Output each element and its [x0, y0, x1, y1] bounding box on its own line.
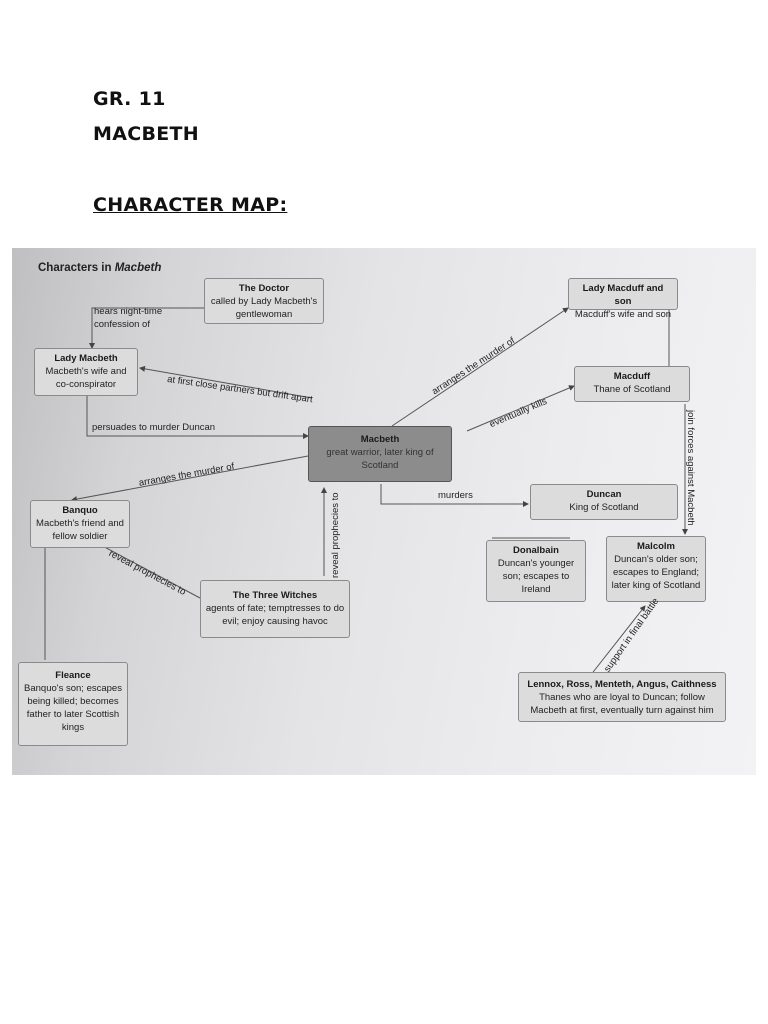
grade-heading: GR. 11: [93, 88, 166, 110]
link-join-forces: join forces against Macbeth: [685, 410, 696, 526]
play-title: MACBETH: [93, 123, 199, 145]
link-persuades: persuades to murder Duncan: [92, 422, 216, 433]
map-title: Characters in Macbeth: [38, 262, 162, 274]
link-reveal-macbeth: reveal prophecies to: [330, 492, 341, 578]
link-hears: hears night-time confession of: [94, 306, 163, 330]
section-heading: CHARACTER MAP:: [93, 194, 288, 216]
link-murders: murders: [438, 490, 473, 501]
